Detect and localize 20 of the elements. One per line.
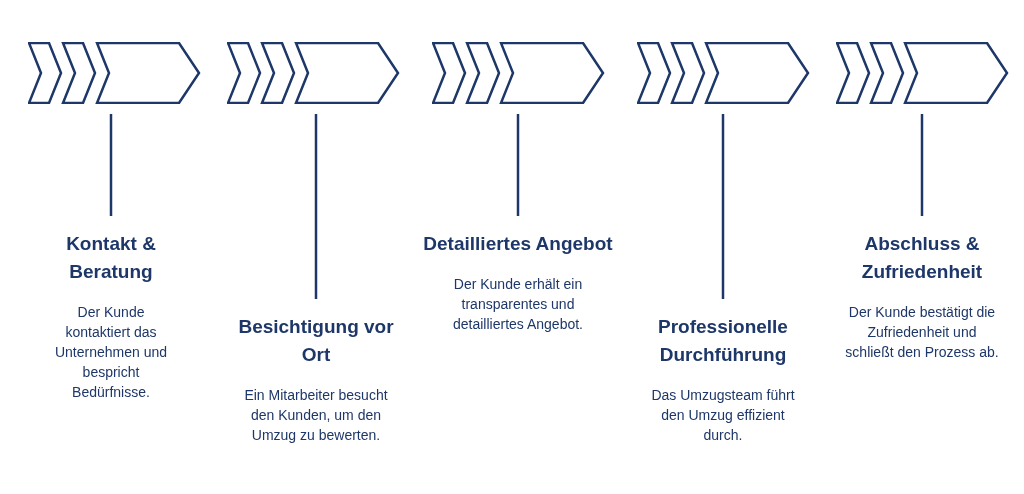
step-heading: Kontakt & Beratung	[65, 232, 157, 284]
step-description: Das Umzugsteam führt den Umzug effizient durch.	[650, 386, 796, 445]
chevron-arrows-icon	[637, 42, 811, 104]
step-description: Der Kunde kontaktiert das Unternehmen und bespricht Bedürfnisse.	[53, 303, 169, 402]
step-description: Der Kunde erhält ein transparentes und detailliertes Angebot.	[452, 275, 584, 334]
step-heading: Professionelle Durchführung	[657, 315, 789, 367]
step-description: Der Kunde bestätigt die Zufriedenheit und schließt den Prozess ab.	[844, 303, 1000, 362]
leader-line	[109, 114, 113, 216]
leader-line	[721, 114, 725, 299]
chevron-arrows-icon	[836, 42, 1010, 104]
chevron-arrows-icon	[227, 42, 401, 104]
leader-line	[516, 114, 520, 216]
step-description: Ein Mitarbeiter besucht den Kunden, um den Umzug zu bewerten.	[243, 386, 389, 445]
leader-line	[920, 114, 924, 216]
step-heading: Besichtigung vor Ort	[237, 315, 395, 367]
chevron-arrows-icon	[28, 42, 202, 104]
step-heading: Detailliertes Angebot	[423, 232, 613, 256]
step-heading: Abschluss & Zufriedenheit	[860, 232, 984, 284]
leader-line	[314, 114, 318, 299]
chevron-arrows-icon	[432, 42, 606, 104]
